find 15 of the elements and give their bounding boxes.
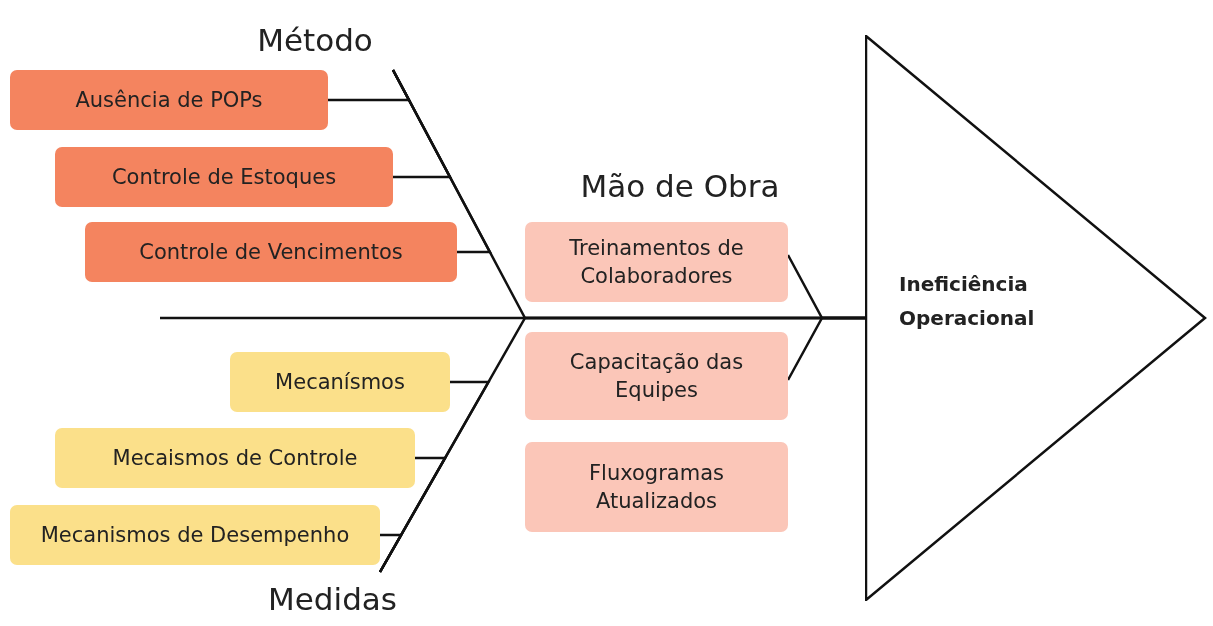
category-heading: Método [232, 12, 398, 68]
category-heading: Medidas [245, 572, 420, 626]
cause-box: Controle de Vencimentos [85, 222, 457, 282]
cause-box: Fluxogramas Atualizados [525, 442, 788, 532]
bone-line [786, 316, 865, 381]
cause-box: Mecaismos de Controle [55, 428, 415, 488]
effect-text: Ineficiência Operacional [899, 271, 1036, 332]
cause-box: Mecanísmos [230, 352, 450, 412]
cause-box: Ausência de POPs [10, 70, 328, 130]
category-heading: Mão de Obra [579, 167, 781, 206]
cause-box: Mecanismos de Desempenho [10, 505, 380, 565]
cause-box: Controle de Estoques [55, 147, 393, 207]
cause-box: Treinamentos de Colaboradores [525, 222, 788, 302]
effect-triangle [865, 35, 1207, 601]
cause-box: Capacitação das Equipes [525, 332, 788, 420]
